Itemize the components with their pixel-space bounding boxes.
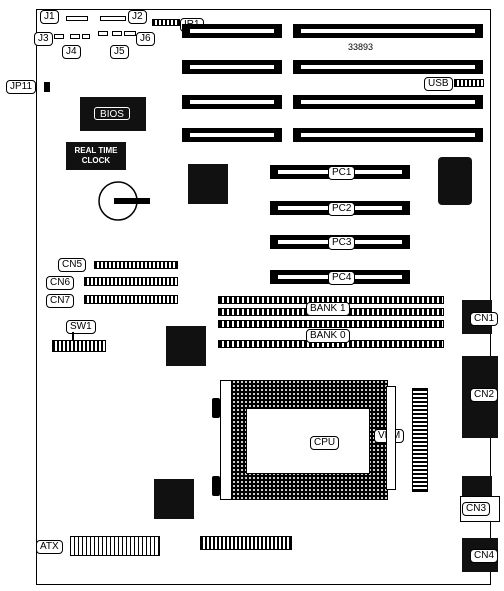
jumper-j1 [66,16,88,21]
jumper-j5 [98,31,108,36]
isa-slot-2-left [182,60,282,74]
label-j3: J3 [34,32,53,46]
label-jp11: JP11 [6,80,37,94]
isa-slot-2-right [293,60,483,74]
vrm-module [386,386,396,490]
label-j1: J1 [40,10,59,24]
bios-chip-label: BIOS [94,107,130,120]
label-pc2: PC2 [328,202,356,216]
bios-chip [80,97,146,131]
chipset-south [166,326,206,366]
label-j4: J4 [62,45,81,59]
isa-slot-1-right [293,24,483,38]
label-cn3: CN3 [462,502,491,516]
vrm-connector [412,388,428,492]
cpu-die-area [246,408,370,474]
cn6-header [84,277,178,286]
ir1-header [152,19,180,26]
label-j5: J5 [110,45,129,59]
isa-slot-3-right [293,95,483,109]
label-bank1: BANK 1 [306,302,350,316]
label-sw1: SW1 [66,320,96,334]
label-atx: ATX [36,540,63,554]
jumper-j4 [70,34,80,39]
rtc-line-1: REAL TIME [74,146,118,155]
dimm-bank0-a [218,320,444,328]
atx-power-connector [70,536,160,556]
cn5-header [94,261,178,269]
rtc-chip [66,142,126,170]
label-cn5: CN5 [58,258,87,272]
chipset-io [154,479,194,519]
jumper-j5b [112,31,122,36]
label-cn4: CN4 [470,549,499,563]
rtc-line-2: CLOCK [81,156,111,165]
isa-slot-4-left [182,128,282,142]
label-j6: J6 [136,32,155,46]
label-cn7: CN7 [46,294,75,308]
isa-slot-1-left [182,24,282,38]
chipset-north [188,164,228,204]
label-pc3: PC3 [328,236,356,250]
label-bank0: BANK 0 [306,329,350,343]
jumper-j3 [54,34,64,39]
jumper-j2 [100,16,126,21]
usb-header [454,79,484,87]
sw1-dip-switch [52,340,106,352]
cpu-clip-top [212,398,220,418]
sw1-leader [72,332,74,340]
jumper-j6 [124,31,136,36]
label-usb: USB [424,77,453,91]
label-pc4: PC4 [328,271,356,285]
label-pc1: PC1 [328,166,356,180]
chipset-east [438,157,472,205]
isa-slot-3-left [182,95,282,109]
label-cn6: CN6 [46,276,75,290]
isa-slot-4-right [293,128,483,142]
jumper-jp11 [44,82,50,92]
cpu-socket-lever [220,380,232,500]
label-cn2: CN2 [470,388,499,402]
battery-icon [98,181,150,221]
jumper-j4b [82,34,90,39]
label-j2: J2 [128,10,147,24]
cn7-header [84,295,178,304]
cpu-clip-bottom [212,476,220,496]
label-cpu: CPU [310,436,340,450]
label-cn1: CN1 [470,312,499,326]
bottom-header [200,536,292,550]
board-id-label: 33893 [348,42,374,52]
